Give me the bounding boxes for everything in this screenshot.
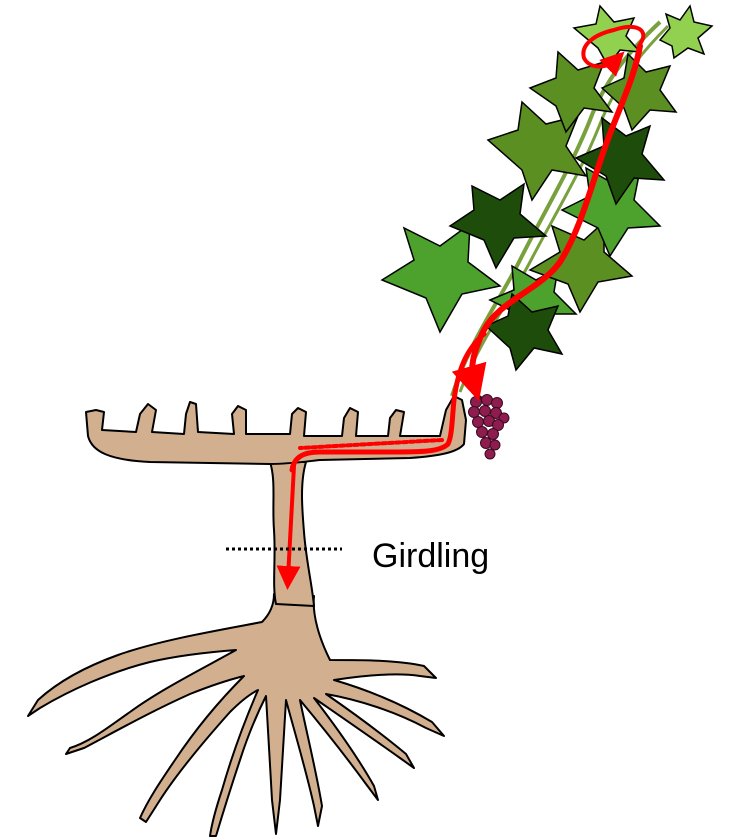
girdling-label: Girdling	[372, 537, 489, 575]
vine-leaves	[382, 6, 712, 370]
leaf-icon	[660, 6, 712, 58]
vine-roots	[28, 594, 444, 836]
grape-cluster	[468, 388, 509, 459]
vine-wood	[28, 396, 466, 836]
leaf-icon	[382, 224, 500, 332]
